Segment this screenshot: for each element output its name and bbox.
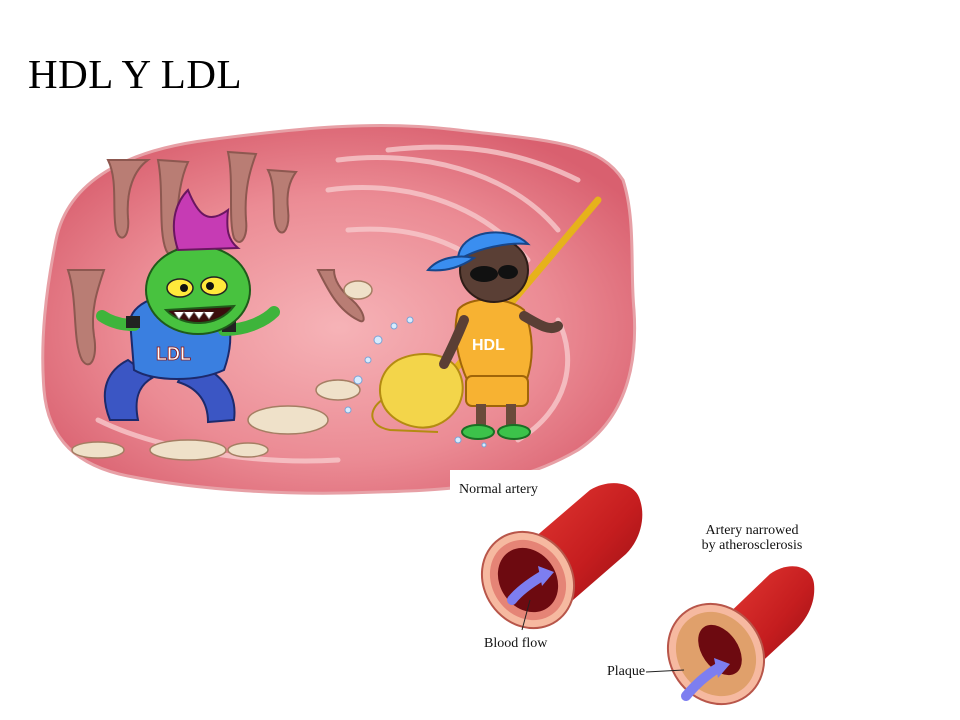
flow-pointer (521, 599, 531, 631)
normal-artery-label: Normal artery (459, 482, 538, 497)
narrowed-label-line2: by atherosclerosis (701, 538, 803, 553)
hdl-ldl-cartoon: LDL HDL (41, 123, 637, 495)
artery-diagram: Normal artery Artery narrowed by atheros… (450, 470, 870, 720)
narrowed-artery-label: Artery narrowed by atherosclerosis (694, 523, 810, 553)
blood-flow-label: Blood flow (484, 636, 548, 651)
narrowed-artery (666, 566, 815, 706)
hdl-cleaner: HDL (371, 196, 602, 440)
slide-title: HDL Y LDL (28, 51, 243, 97)
plaque-pointer (645, 669, 685, 673)
artery-illustrations (480, 483, 815, 706)
ldl-badge: LDL (156, 344, 191, 364)
ldl-villain: LDL (96, 188, 280, 424)
normal-artery (480, 483, 643, 630)
narrowed-label-line1: Artery narrowed (705, 523, 799, 538)
plaque-label: Plaque (607, 664, 646, 679)
hdl-badge: HDL (472, 337, 505, 354)
